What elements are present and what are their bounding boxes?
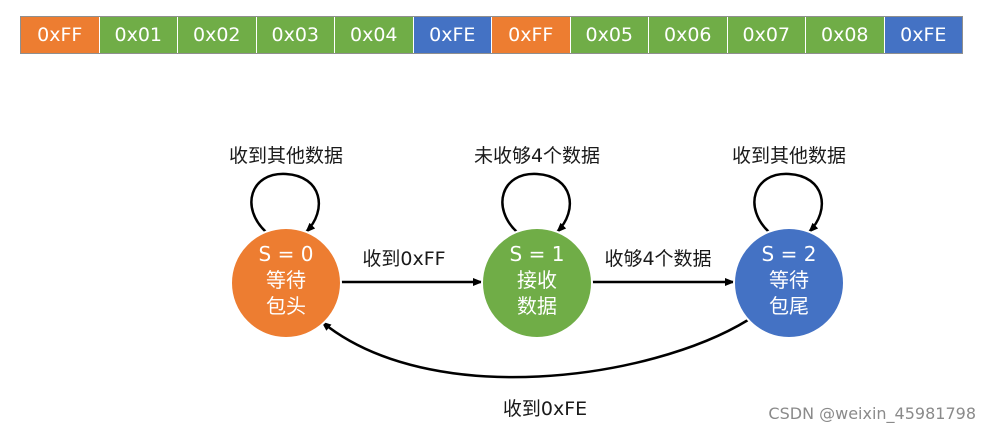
state-s0-id: S = 0 — [259, 242, 314, 266]
self-loop-arrow-s1 — [501, 172, 572, 233]
self-loop-arrow-s2 — [753, 172, 824, 233]
state-s2-id: S = 2 — [762, 242, 817, 266]
packet-byte-7: 0x05 — [570, 17, 649, 53]
packet-byte-3: 0x03 — [256, 17, 335, 53]
state-s2-label-2: 包尾 — [769, 294, 809, 318]
state-s1-label-2: 数据 — [517, 294, 557, 318]
state-s1-label-1: 接收 — [517, 268, 557, 292]
transition-arrow-s2-s0 — [321, 318, 749, 379]
packet-byte-9: 0x07 — [727, 17, 806, 53]
state-s2: S = 2 等待 包尾 — [733, 227, 845, 339]
packet-byte-0: 0xFF — [21, 17, 100, 53]
state-s0-label-1: 等待 — [266, 268, 306, 292]
self-loop-label-s0: 收到其他数据 — [229, 145, 343, 167]
transition-label-s1-s2: 收够4个数据 — [604, 248, 711, 270]
packet-byte-sequence: 0xFF 0x01 0x02 0x03 0x04 0xFE 0xFF 0x05 … — [20, 16, 963, 54]
packet-byte-2: 0x02 — [178, 17, 257, 53]
self-loop-arrow-s0 — [250, 172, 321, 233]
self-loop-label-s2: 收到其他数据 — [732, 145, 846, 167]
packet-byte-8: 0x06 — [649, 17, 728, 53]
watermark: CSDN @weixin_45981798 — [768, 404, 976, 423]
transition-label-s2-s0: 收到0xFE — [503, 398, 587, 420]
packet-byte-10: 0x08 — [806, 17, 885, 53]
packet-byte-11: 0xFE — [884, 17, 962, 53]
state-s1-id: S = 1 — [510, 242, 565, 266]
state-s0: S = 0 等待 包头 — [230, 227, 342, 339]
state-s2-label-1: 等待 — [769, 268, 809, 292]
packet-byte-1: 0x01 — [99, 17, 178, 53]
packet-byte-5: 0xFE — [413, 17, 492, 53]
packet-byte-6: 0xFF — [492, 17, 571, 53]
self-loop-label-s1: 未收够4个数据 — [474, 145, 600, 167]
state-s1: S = 1 接收 数据 — [481, 227, 593, 339]
state-s0-label-2: 包头 — [266, 294, 306, 318]
transition-label-s0-s1: 收到0xFF — [362, 248, 445, 270]
packet-byte-4: 0x04 — [335, 17, 414, 53]
